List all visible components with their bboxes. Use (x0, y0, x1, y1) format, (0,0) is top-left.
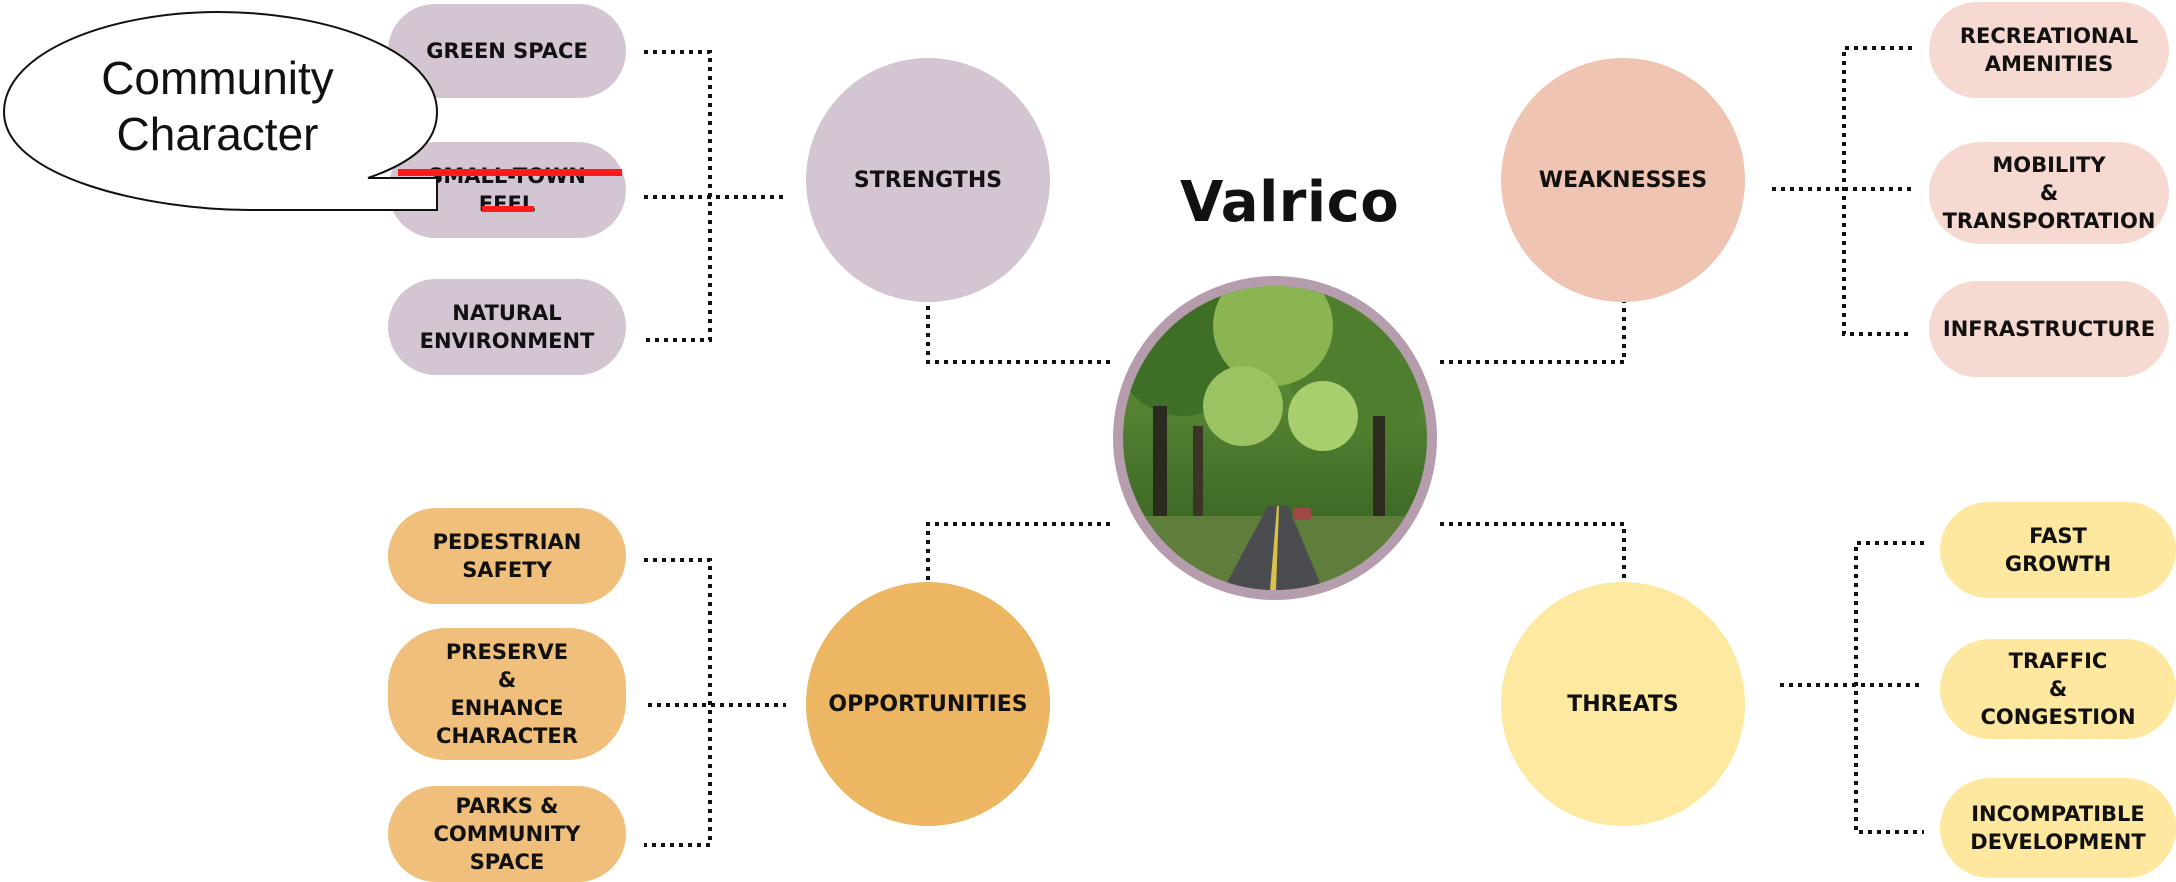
strike-through-mark-second (482, 206, 534, 212)
threat-item-traffic-congestion: TRAFFIC & CONGESTION (1940, 639, 2176, 739)
opportunity-item-preserve-enhance-character: PRESERVE & ENHANCE CHARACTER (388, 628, 626, 760)
diagram-title: Valrico (1180, 170, 1400, 235)
strength-item-natural-environment: NATURAL ENVIRONMENT (388, 279, 626, 375)
callout-bubble (2, 10, 439, 211)
opportunity-item-parks-community-space: PARKS & COMMUNITY SPACE (388, 786, 626, 882)
strengths-circle: STRENGTHS (806, 58, 1050, 302)
strengths-bracket (644, 50, 784, 342)
tree-road-image (1123, 286, 1427, 590)
opportunities-circle: OPPORTUNITIES (806, 582, 1050, 826)
opportunities-bracket (644, 558, 786, 847)
opportunity-item-pedestrian-safety: PEDESTRIAN SAFETY (388, 508, 626, 604)
threats-circle: THREATS (1501, 582, 1745, 826)
weakness-item-mobility-transportation: MOBILITY & TRANSPORTATION (1929, 142, 2169, 244)
strike-through-mark (398, 169, 622, 176)
center-photo (1113, 276, 1437, 600)
weaknesses-circle: WEAKNESSES (1501, 58, 1745, 302)
weaknesses-bracket (1772, 46, 1912, 336)
callout-text: Community Character (101, 52, 334, 160)
threat-item-fast-growth: FAST GROWTH (1940, 502, 2176, 598)
weakness-item-infrastructure: INFRASTRUCTURE (1929, 281, 2169, 377)
threats-bracket (1780, 541, 1924, 834)
threat-item-incompatible-development: INCOMPATIBLE DEVELOPMENT (1940, 778, 2176, 878)
weakness-item-recreational-amenities: RECREATIONAL AMENITIES (1929, 2, 2169, 98)
